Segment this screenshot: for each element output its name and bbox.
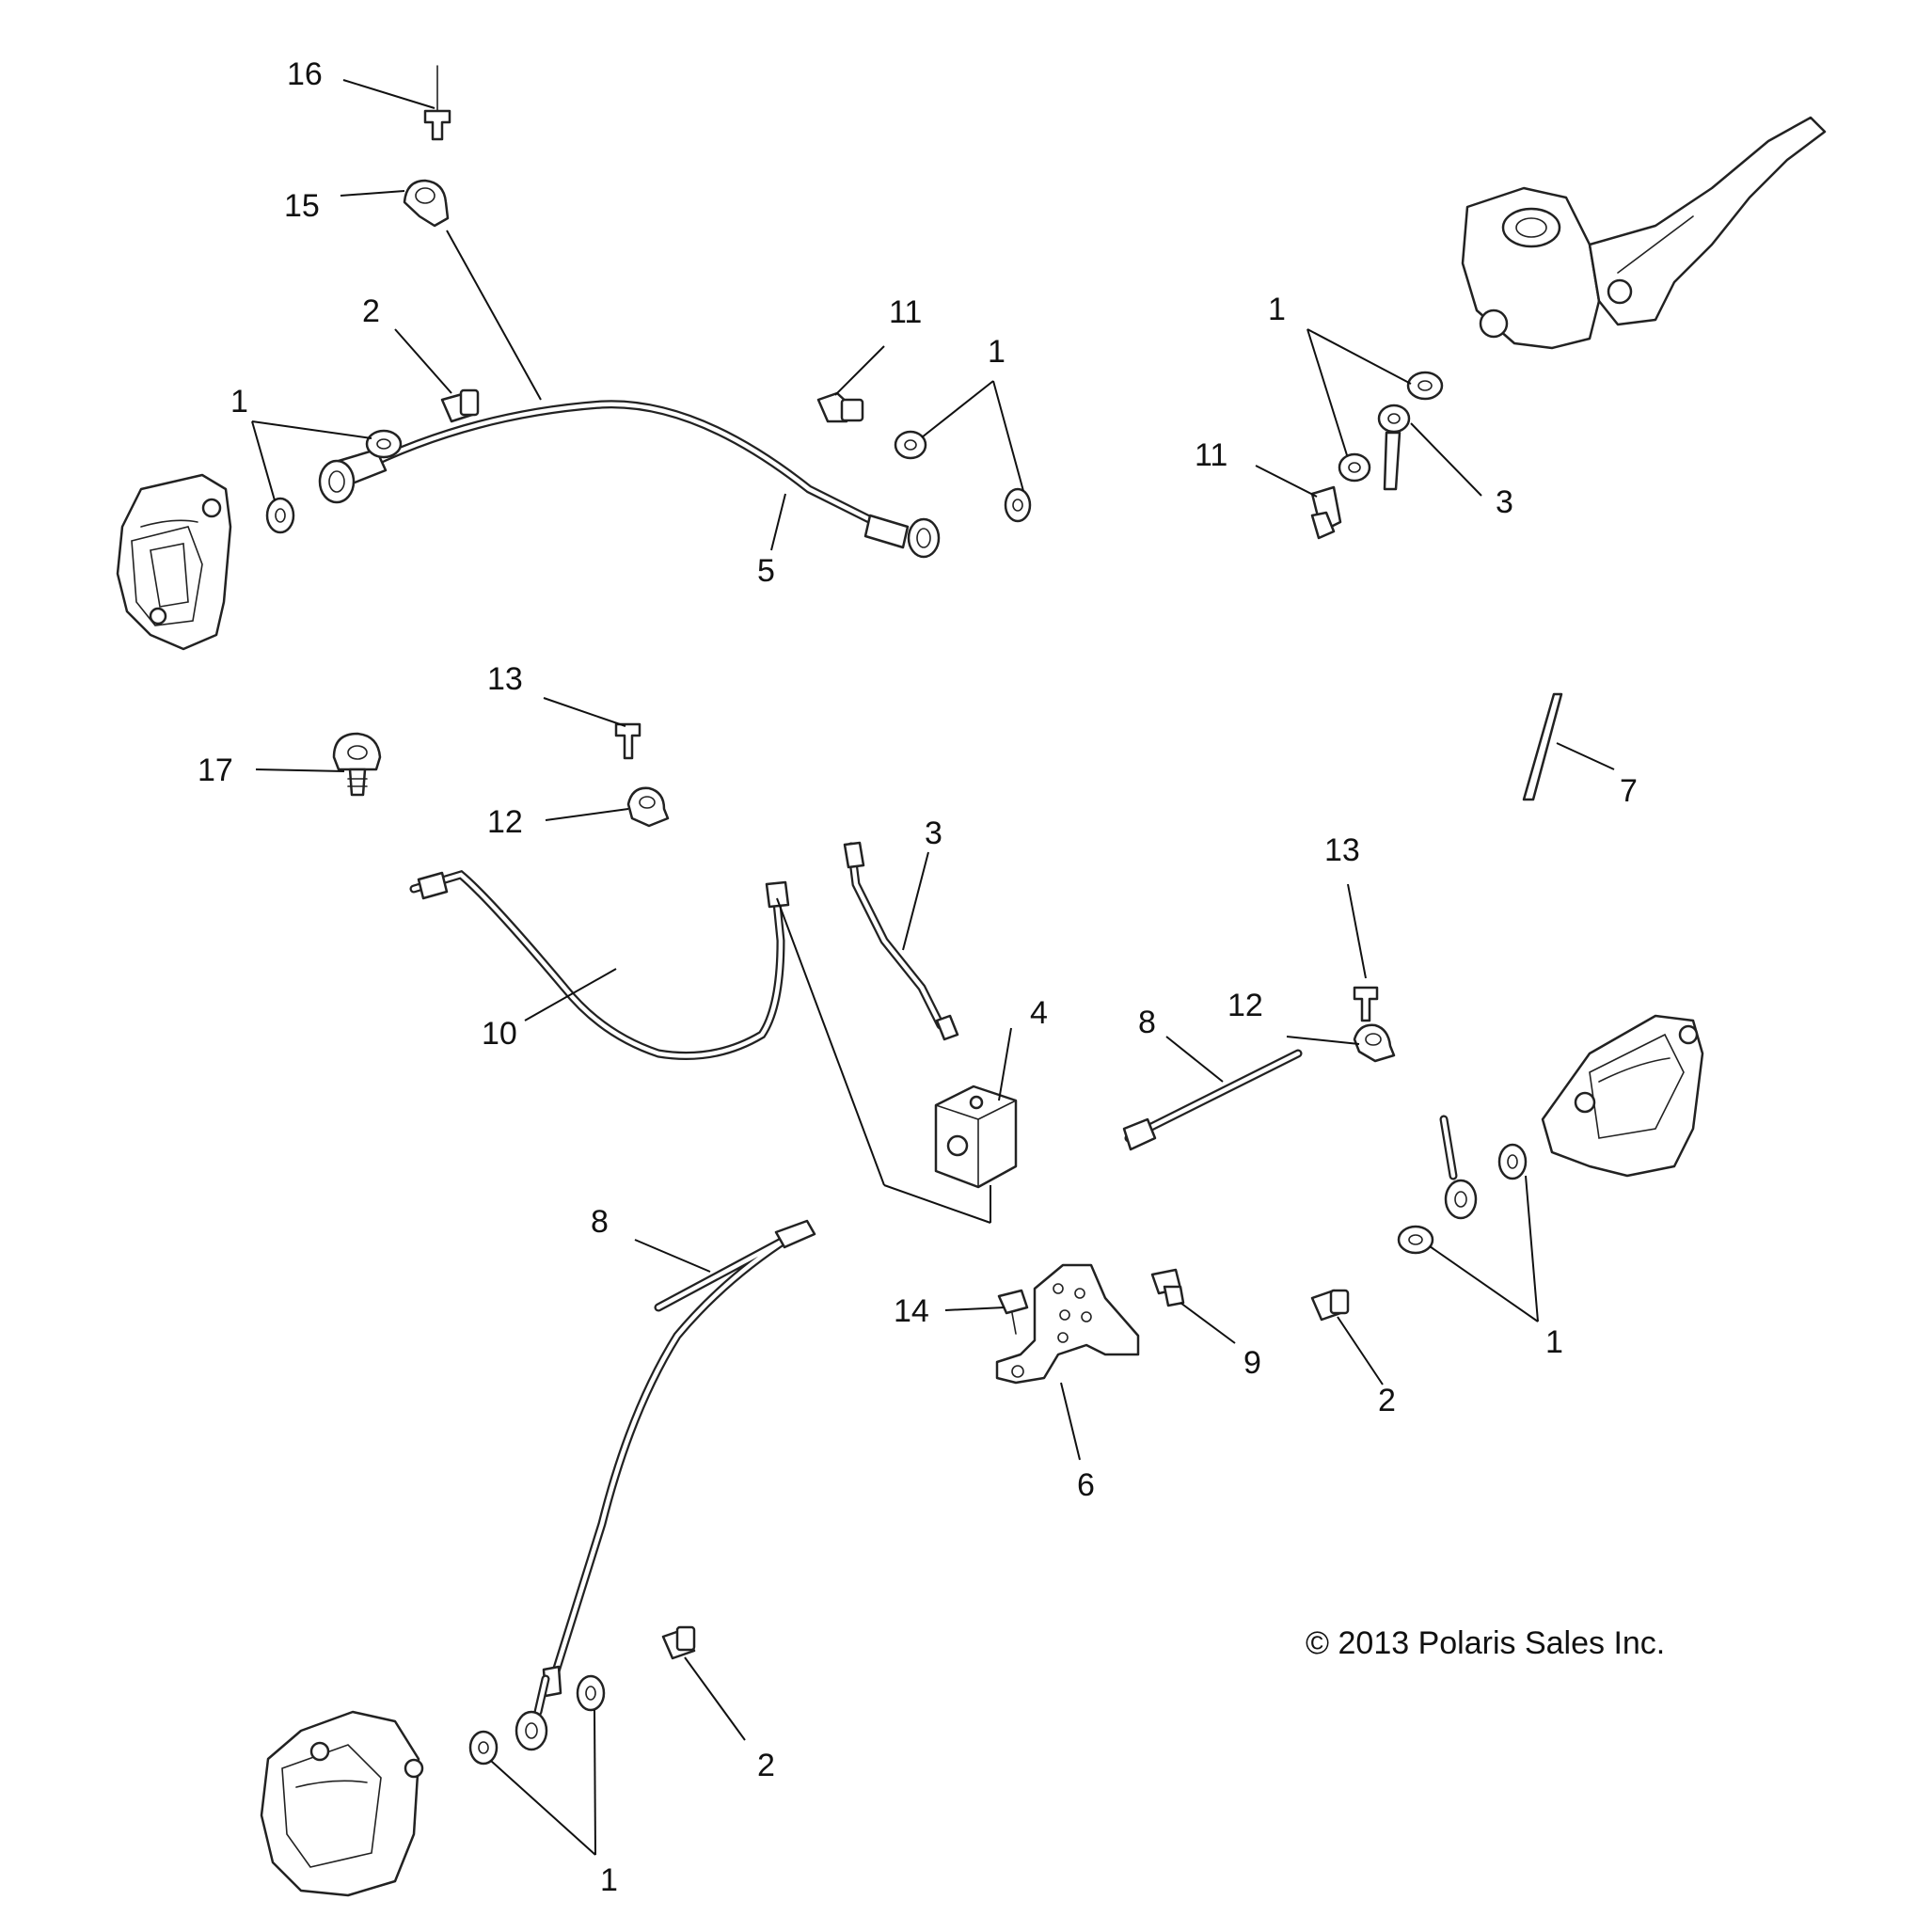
washers-1-upper <box>265 429 1032 534</box>
brake-line-8-lower <box>542 1219 816 1698</box>
banjo-fitting-3-upper <box>1377 404 1411 491</box>
copyright-notice: © 2013 Polaris Sales Inc. <box>1306 1625 1665 1661</box>
banjo-bolt-2-upper <box>440 388 480 423</box>
bolt-13-left <box>614 722 641 760</box>
callout-4: 4 <box>1030 995 1048 1031</box>
callout-5: 5 <box>757 553 775 589</box>
callout-9: 9 <box>1243 1345 1261 1381</box>
callout-1: 1 <box>230 384 248 420</box>
callout-8: 8 <box>1138 1005 1156 1040</box>
washers-1-master <box>1338 371 1444 483</box>
banjo-bolt-2-middle <box>1310 1289 1350 1322</box>
callout-12: 12 <box>487 804 523 840</box>
bracket-6 <box>995 1263 1140 1385</box>
callouts: 16 15 2 1 11 1 5 1 11 3 13 17 12 7 3 13 … <box>198 56 1638 1898</box>
clip-17 <box>332 732 382 797</box>
callout-11: 11 <box>1195 437 1227 473</box>
banjo-bolt-11-upper <box>816 391 864 423</box>
callout-8: 8 <box>591 1204 609 1240</box>
leader-lines <box>251 79 1615 1856</box>
callout-1: 1 <box>1268 292 1286 327</box>
upper-brake-hose <box>318 400 941 559</box>
callout-14: 14 <box>894 1293 929 1329</box>
callout-12: 12 <box>1227 988 1263 1023</box>
bolt-9 <box>1150 1268 1185 1307</box>
callout-10: 10 <box>482 1016 517 1052</box>
callout-3: 3 <box>1496 484 1513 520</box>
callout-2: 2 <box>1378 1383 1396 1418</box>
callout-13: 13 <box>487 661 523 697</box>
clamp-12-right <box>1353 1023 1396 1063</box>
callout-1: 1 <box>600 1862 618 1898</box>
front-left-caliper <box>116 473 232 651</box>
bolt-16 <box>423 65 451 141</box>
rear-right-caliper <box>1541 1014 1704 1178</box>
bolt-13-right <box>1353 986 1379 1022</box>
callout-1: 1 <box>1545 1324 1563 1360</box>
callout-3: 3 <box>925 816 942 851</box>
caliper-fitting-right <box>1397 1115 1528 1255</box>
bolt-14 <box>997 1289 1029 1335</box>
callout-11: 11 <box>889 294 922 330</box>
front-right-caliper <box>260 1710 424 1897</box>
brake-line-8-right <box>1122 1049 1303 1151</box>
callout-16: 16 <box>287 56 323 92</box>
caliper-fitting-lower <box>468 1674 606 1766</box>
junction-block-4 <box>934 1085 1018 1189</box>
callout-2: 2 <box>362 293 380 329</box>
callout-6: 6 <box>1077 1467 1095 1503</box>
banjo-bolt-2-lower <box>661 1625 696 1660</box>
master-cylinder-lever <box>1461 116 1827 350</box>
brake-line-10 <box>409 869 790 1060</box>
cable-tie-7 <box>1522 692 1563 801</box>
clamp-15 <box>403 179 450 228</box>
callout-7: 7 <box>1620 773 1638 809</box>
callout-1: 1 <box>988 334 1006 370</box>
callout-2: 2 <box>757 1748 775 1783</box>
callout-15: 15 <box>284 188 320 224</box>
banjo-bolt-11-master <box>1310 485 1342 540</box>
clamp-12-left <box>626 786 670 828</box>
callout-13: 13 <box>1324 832 1360 868</box>
brake-line-3-middle <box>843 841 959 1041</box>
callout-17: 17 <box>198 752 233 788</box>
